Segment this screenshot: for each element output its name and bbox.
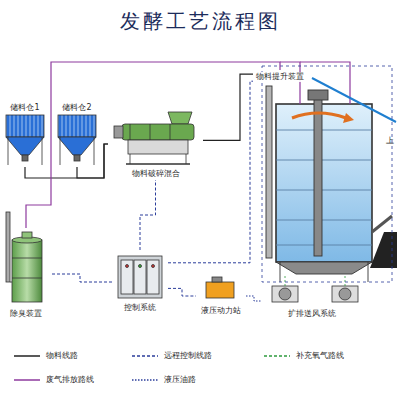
- legend-line: [264, 355, 290, 357]
- connector-line: [50, 274, 112, 282]
- legend-line: [132, 379, 158, 381]
- node-label: 储料仓2: [61, 103, 92, 113]
- connector-line: [77, 144, 108, 178]
- legend-text: 补充氧气路线: [296, 351, 344, 361]
- diagram-title: 发酵工艺流程图: [0, 8, 400, 35]
- connector-line: [246, 296, 262, 301]
- equipment-node: 储料仓1: [4, 103, 46, 167]
- hydraulic-station: [206, 277, 234, 298]
- legend-text: 液压油路: [164, 375, 196, 385]
- legend-sample: [12, 376, 42, 384]
- equipment-node: 扩排送风系统: [262, 282, 362, 320]
- legend-line: [14, 379, 40, 381]
- exhaust-pipes: [280, 62, 350, 104]
- node-label: 除臭装置: [9, 309, 43, 319]
- connector-line: [25, 144, 108, 178]
- connector-line: [203, 74, 253, 140]
- legend-sample: [12, 352, 42, 360]
- connector-line: [140, 180, 156, 250]
- hopper-1: [6, 115, 44, 165]
- equipment-node: 物料破碎混合: [108, 108, 203, 180]
- connector-line: [168, 81, 253, 263]
- legend-sample: [130, 352, 160, 360]
- node-label: 控制系统: [123, 303, 157, 313]
- legend-sample: [262, 352, 292, 360]
- node-label: 储料仓1: [9, 103, 40, 113]
- node-label: 液压动力站: [200, 306, 242, 316]
- crusher-mixer: [114, 112, 194, 164]
- legend-text: 远程控制线路: [164, 351, 212, 361]
- connector-line: [168, 288, 196, 296]
- equipment-node: 控制系统: [112, 250, 168, 314]
- legend-line: [14, 355, 40, 357]
- deodorizer-tower: [6, 212, 42, 302]
- equipment-node: 除臭装置: [2, 228, 50, 320]
- node-label: 物料提升装置: [255, 72, 305, 82]
- connector-line: [26, 62, 280, 228]
- legend-line: [132, 355, 158, 357]
- node-label: 物料破碎混合: [131, 169, 181, 179]
- legend-text: 物料线路: [46, 351, 78, 361]
- control-boundary: [262, 66, 392, 282]
- side-label: 上: [386, 136, 394, 146]
- aeration-fans: [272, 274, 358, 302]
- equipment-node: 物料提升装置: [253, 70, 307, 84]
- fermentation-tank: [266, 86, 397, 282]
- legend-text: 废气排放路线: [46, 375, 94, 385]
- equipment-node: 储料仓2: [56, 103, 98, 167]
- control-cabinet: [118, 256, 162, 298]
- node-label: 扩排送风系统: [287, 309, 337, 319]
- roof-line: [312, 78, 396, 122]
- legend-sample: [130, 376, 160, 384]
- hopper-2: [58, 115, 96, 165]
- equipment-node: 液压动力站: [196, 275, 246, 317]
